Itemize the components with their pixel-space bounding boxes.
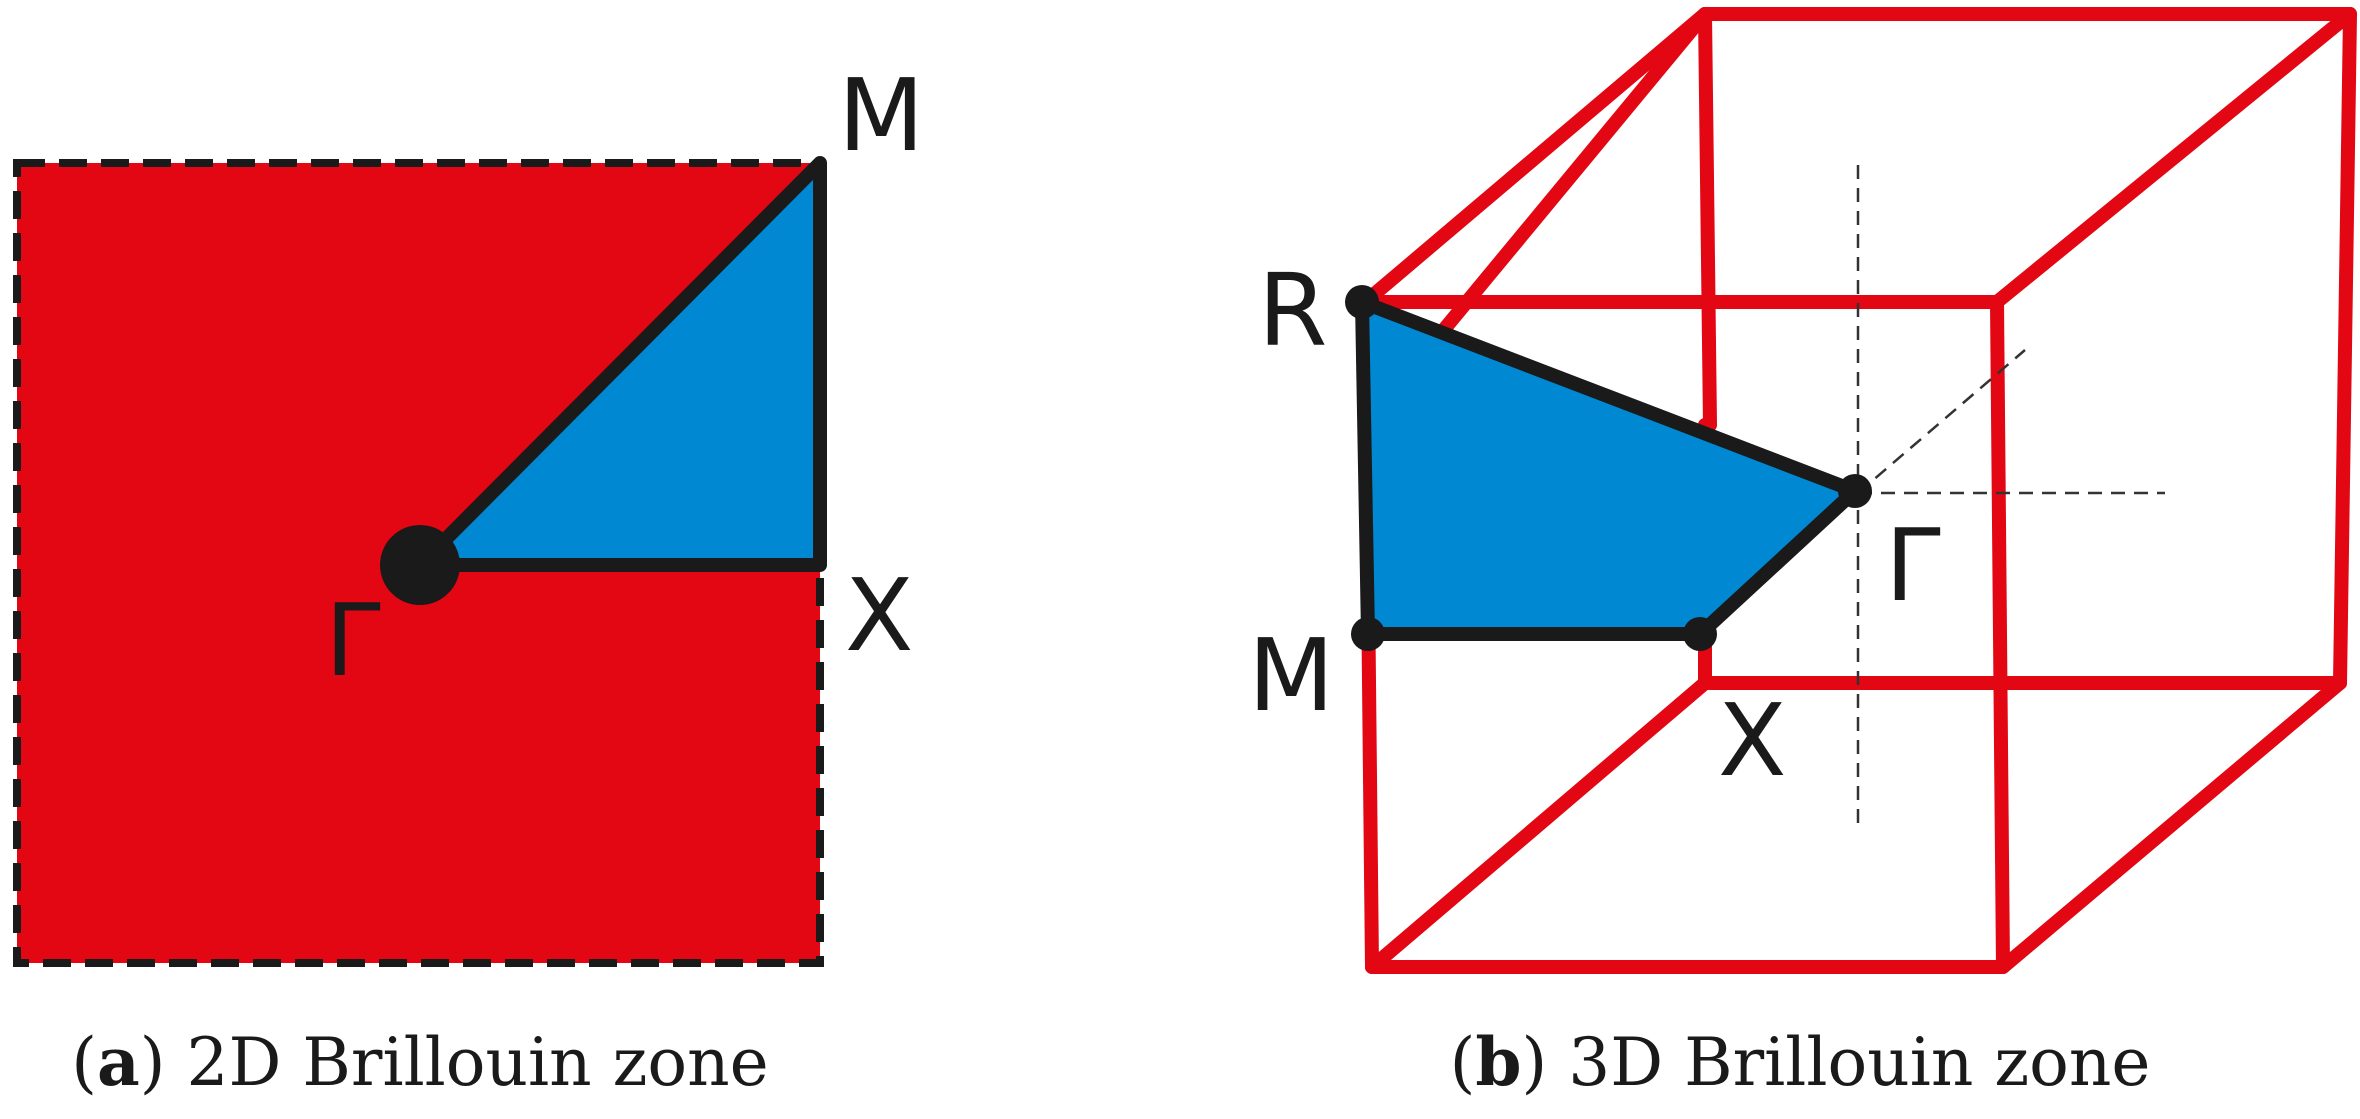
panel-2d-brillouin-zone: M X Γ (a) 2D Brillouin zone	[13, 57, 924, 1101]
cube-back-left-edge	[1698, 7, 1717, 432]
axis-diagonal	[1857, 349, 2026, 494]
2d-caption: (a) 2D Brillouin zone	[71, 1023, 768, 1101]
2d-irreducible-wedge	[413, 156, 827, 572]
3d-axes	[1856, 165, 2165, 825]
2d-gamma-point	[380, 525, 460, 605]
3d-label-r: R	[1258, 252, 1327, 369]
3d-point-m	[1351, 617, 1385, 651]
3d-irreducible-wedge	[1355, 295, 1862, 641]
3d-caption: (b) 3D Brillouin zone	[1450, 1023, 2151, 1101]
3d-point-r	[1345, 285, 1379, 319]
3d-label-gamma: Γ	[1885, 507, 1941, 624]
2d-label-m: M	[838, 57, 924, 174]
cube-edge-top-right	[1990, 7, 2357, 309]
3d-label-m: M	[1248, 617, 1334, 734]
panel-3d-brillouin-zone: R Γ M X (b) 3D Brillouin zone	[1248, 7, 2357, 1101]
2d-label-x: X	[845, 557, 914, 674]
3d-point-gamma	[1838, 474, 1872, 508]
3d-point-x	[1683, 617, 1717, 651]
cube-edge-bottom-right	[1996, 676, 2347, 974]
cube-edge-top-left	[1358, 7, 1712, 309]
3d-label-x: X	[1718, 682, 1787, 799]
2d-label-gamma: Γ	[325, 582, 381, 699]
3d-cube-wireframe	[1358, 7, 2357, 974]
cube-edge-bottom-left	[1365, 676, 1712, 974]
